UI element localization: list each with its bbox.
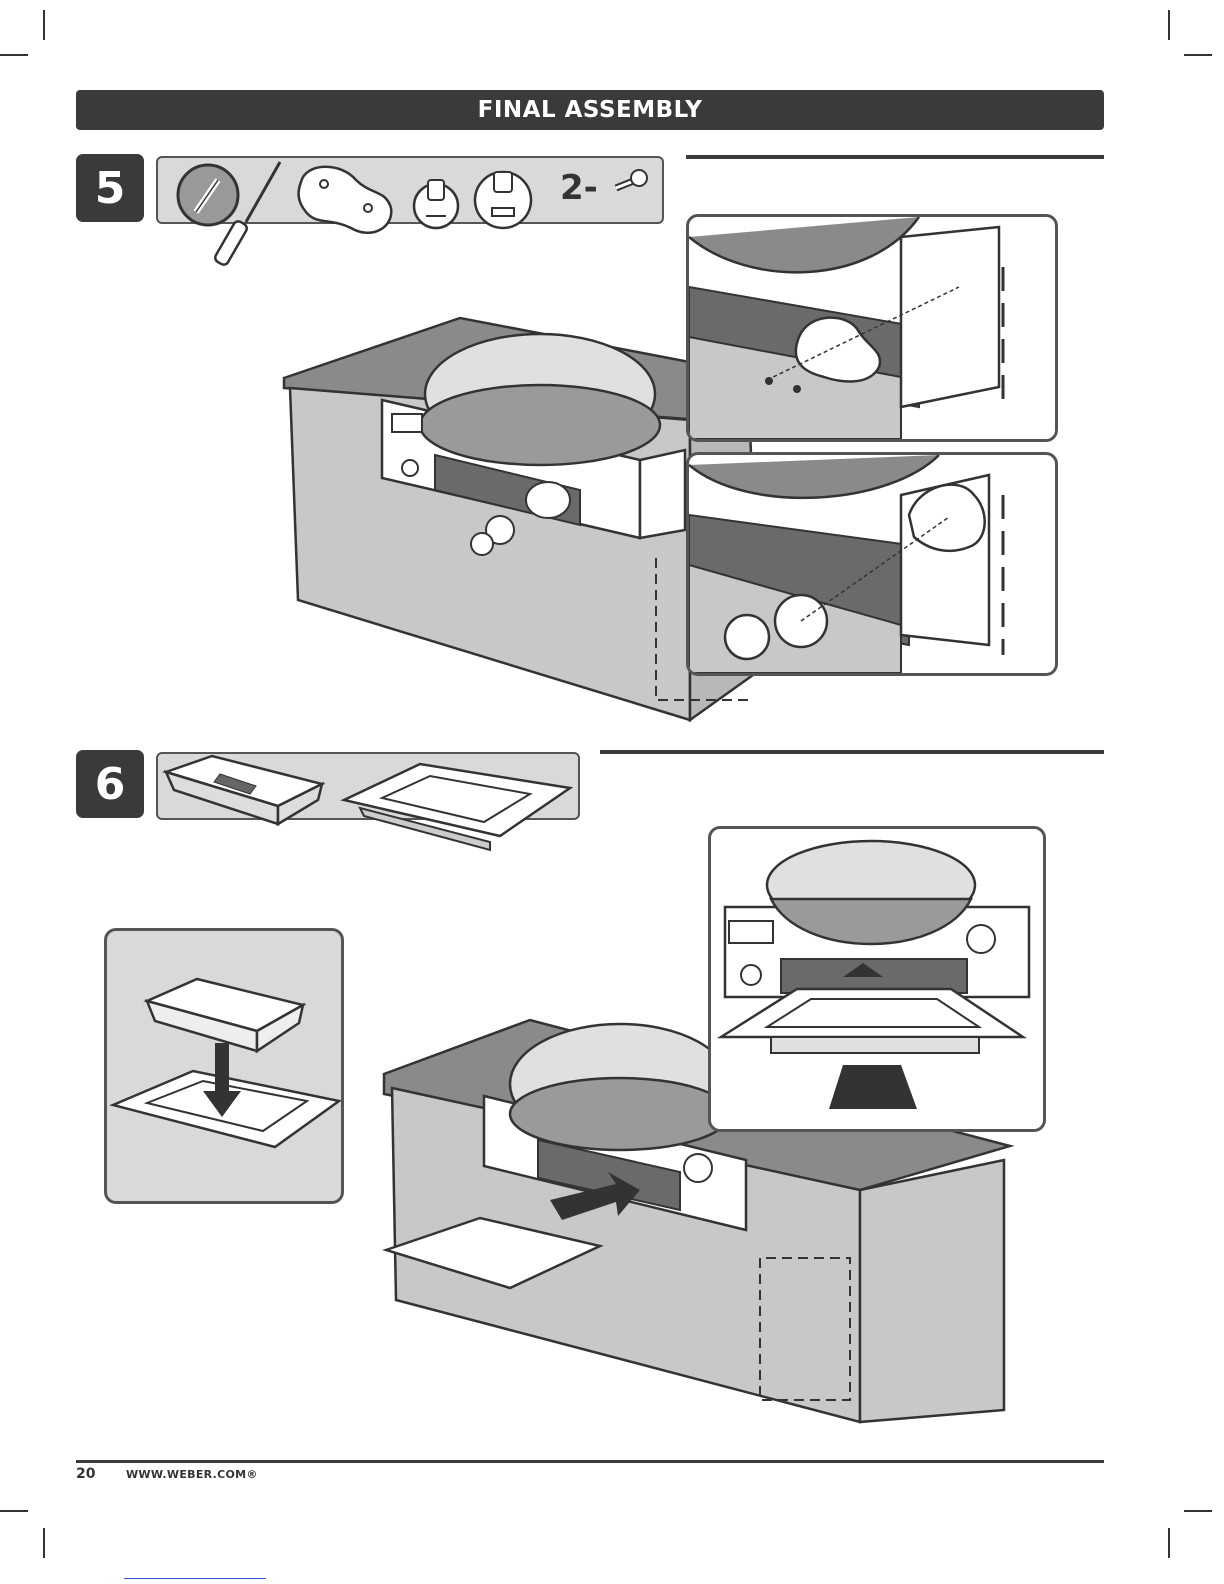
section-title: FINAL ASSEMBLY [76,90,1104,130]
crop-mark [43,1528,45,1558]
crop-mark [43,10,45,40]
step-6-inset-tray [104,928,344,1204]
bezel-plate-icon [299,167,392,233]
crop-mark [1168,10,1170,40]
step-5-inset-bezel [686,214,1058,442]
page-number: 20 [76,1466,95,1482]
catch-pan-icon [344,764,570,850]
step-6-inset-slide-in [708,826,1046,1132]
crop-mark [1184,54,1212,56]
step-number-5: 5 [76,154,144,222]
step-6-rule [600,750,1104,754]
step-number-6: 6 [76,750,144,818]
step-5-inset-knobs [686,452,1058,676]
crop-mark [0,54,28,56]
step-5-rule [686,155,1104,159]
grease-tray-icon [166,756,322,824]
screwdriver-icon [178,162,280,266]
crop-mark [1168,1528,1170,1558]
screw-quantity: 2- [560,168,598,208]
crop-mark [0,1510,28,1512]
step-6-parts-illustration [160,752,580,852]
ignition-knob-icon [475,172,531,228]
screw-icon [616,170,647,188]
website-link[interactable]: WWW.WEBER.COM® [126,1468,258,1481]
control-knob-icon [414,180,458,228]
bottom-link-underline [124,1578,266,1579]
footer-rule [76,1460,1104,1463]
crop-mark [1184,1510,1212,1512]
